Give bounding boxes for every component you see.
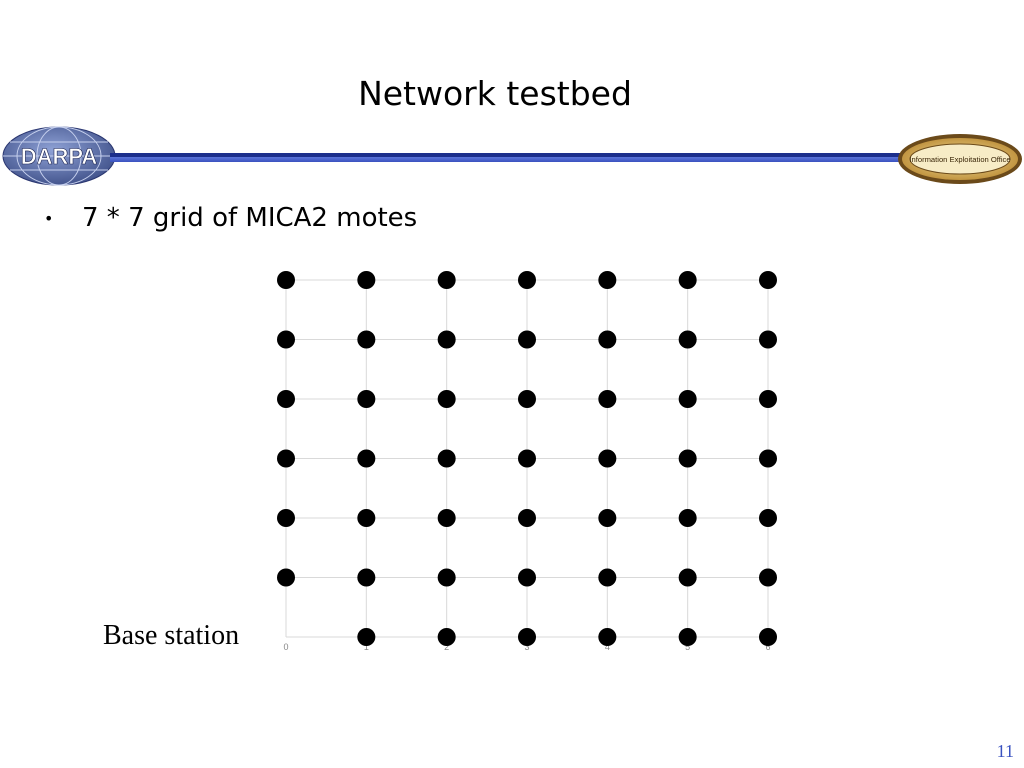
mote-node	[598, 509, 617, 527]
mote-node	[518, 449, 536, 468]
mote-node	[437, 568, 456, 587]
mote-node	[678, 628, 697, 646]
mote-node	[678, 568, 697, 587]
mote-node	[759, 628, 777, 646]
mote-node	[759, 390, 777, 408]
mote-node	[678, 390, 697, 408]
mote-node	[277, 271, 295, 289]
mote-node	[678, 509, 697, 527]
bullet-text: 7 * 7 grid of MICA2 motes	[82, 203, 418, 233]
mote-node	[678, 449, 697, 468]
mote-node	[598, 390, 617, 408]
x-tick-label: 1	[364, 642, 369, 652]
mote-node	[518, 628, 536, 646]
mote-node	[518, 271, 536, 289]
darpa-logo-text: DARPA	[21, 144, 98, 169]
x-tick-label: 6	[765, 642, 770, 652]
mote-node	[678, 271, 697, 289]
mote-node	[598, 449, 617, 468]
mote-node	[598, 568, 617, 587]
bullet-marker: •	[44, 209, 54, 228]
mote-node	[437, 271, 456, 289]
mote-node	[277, 449, 295, 468]
mote-node	[678, 330, 697, 349]
x-tick-label: 0	[283, 642, 288, 652]
x-tick-label: 4	[605, 642, 610, 652]
mote-node	[518, 390, 536, 408]
mote-node	[357, 390, 376, 408]
x-tick-label: 3	[524, 642, 529, 652]
mote-node	[759, 449, 777, 468]
mote-node	[437, 449, 456, 468]
header-rule-dark	[110, 153, 910, 157]
mote-node	[518, 568, 536, 587]
mote-node	[518, 330, 536, 349]
slide-title: Network testbed	[358, 74, 632, 113]
mote-node	[437, 509, 456, 527]
iexo-logo: Information Exploitation Office	[898, 134, 1022, 184]
mote-node	[277, 330, 295, 349]
mote-node	[759, 509, 777, 527]
mote-node	[357, 628, 376, 646]
iexo-logo-text: Information Exploitation Office	[909, 155, 1010, 164]
mote-node	[759, 568, 777, 587]
x-tick-label: 2	[444, 642, 449, 652]
mote-node	[277, 509, 295, 527]
mote-node	[277, 568, 295, 587]
mote-node	[759, 330, 777, 349]
mote-node	[598, 628, 617, 646]
mote-node	[437, 330, 456, 349]
mote-node	[357, 509, 376, 527]
header-rule-light	[110, 157, 910, 162]
mote-node	[518, 509, 536, 527]
bullet-item: • 7 * 7 grid of MICA2 motes	[44, 203, 417, 233]
mote-node	[598, 271, 617, 289]
base-station-label: Base station	[103, 620, 240, 651]
x-tick-label: 5	[685, 642, 690, 652]
mote-node	[357, 449, 376, 468]
mote-node	[437, 390, 456, 408]
mote-node	[357, 330, 376, 349]
mote-node	[277, 390, 295, 408]
mote-node	[357, 271, 376, 289]
mote-node	[357, 568, 376, 587]
mote-node	[437, 628, 456, 646]
mote-node	[598, 330, 617, 349]
mote-node	[759, 271, 777, 289]
page-number: 11	[996, 741, 1014, 761]
